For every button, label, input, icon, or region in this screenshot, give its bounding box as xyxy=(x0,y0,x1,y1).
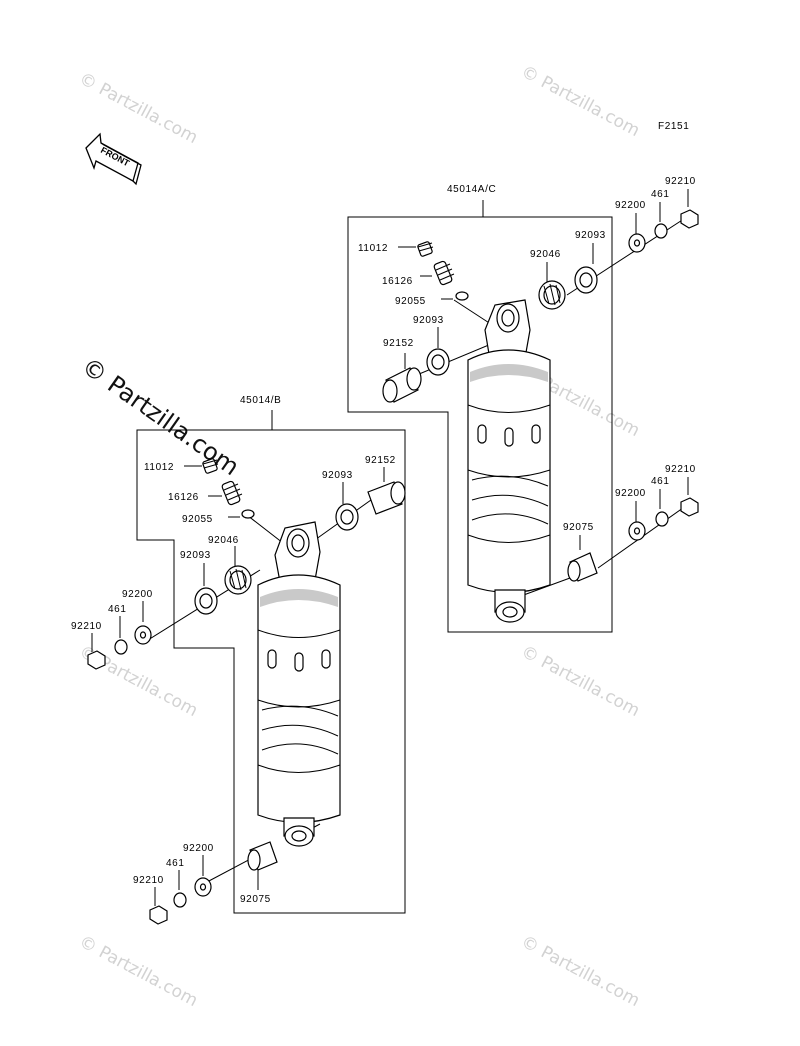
assembly-45014ac: 45014A/C 11012 16126 92055 92093 92152 9… xyxy=(347,176,699,633)
washer-hole xyxy=(633,527,641,535)
spring-washer-icon xyxy=(173,892,187,908)
part-label: 461 xyxy=(651,189,670,200)
front-arrow-icon: FRONT xyxy=(85,132,142,186)
bushing-icon xyxy=(247,841,278,871)
part-label: 16126 xyxy=(382,276,413,287)
part-label: 461 xyxy=(108,604,127,615)
assembly-number: 45014/B xyxy=(240,395,281,406)
part-label: 92152 xyxy=(365,455,396,466)
spring-washer-icon xyxy=(655,511,669,527)
leader-lines xyxy=(398,189,689,550)
adjuster-rod-icon xyxy=(221,480,243,506)
part-label: 92200 xyxy=(615,200,646,211)
leader-lines xyxy=(91,465,385,906)
assembly-45014b: 45014/B 11012 16126 92055 92093 92152 92… xyxy=(71,395,406,925)
bearing-collar-icon xyxy=(194,587,218,615)
part-label: 461 xyxy=(166,858,185,869)
bushing-icon xyxy=(567,552,598,582)
washer-hole xyxy=(139,631,147,639)
spring-washer-icon xyxy=(654,223,668,239)
watermark-text: © Partzilla.com xyxy=(518,62,643,141)
nut-icon xyxy=(87,650,106,670)
watermark-group: © Partzilla.com © Partzilla.com © Partzi… xyxy=(76,62,643,1011)
part-label: 92210 xyxy=(71,621,102,632)
part-label: 92210 xyxy=(665,176,696,187)
part-label: 92046 xyxy=(530,249,561,260)
part-label: 92152 xyxy=(383,338,414,349)
bearing-collar-icon xyxy=(574,266,598,294)
washer-hole xyxy=(633,239,641,247)
o-ring-icon xyxy=(455,291,469,301)
figure-code: F2151 xyxy=(658,121,689,132)
part-label: 92093 xyxy=(413,315,444,326)
watermark-text: © Partzilla.com xyxy=(518,932,643,1011)
watermark-text: © Partzilla.com xyxy=(76,932,201,1011)
nut-icon xyxy=(149,905,168,925)
part-label: 461 xyxy=(651,476,670,487)
sleeve-icon xyxy=(367,481,406,515)
adjuster-knob-icon xyxy=(417,241,434,257)
part-label: 92210 xyxy=(133,875,164,886)
nut-icon xyxy=(680,209,699,229)
part-label: 92075 xyxy=(240,894,271,905)
part-label: 92093 xyxy=(322,470,353,481)
part-label: 92210 xyxy=(665,464,696,475)
part-label: 92075 xyxy=(563,522,594,533)
o-ring-icon xyxy=(241,509,255,519)
watermark-text: © Partzilla.com xyxy=(76,69,201,148)
part-label: 16126 xyxy=(168,492,199,503)
assembly-number: 45014A/C xyxy=(447,184,496,195)
part-label: 92093 xyxy=(180,550,211,561)
assembly-bracket xyxy=(136,410,406,914)
needle-bearing-icon xyxy=(538,280,566,310)
assembly-bracket xyxy=(347,200,613,633)
adjuster-knob-icon xyxy=(202,458,219,474)
sleeve-icon xyxy=(382,367,422,403)
part-label: 92055 xyxy=(395,296,426,307)
part-label: 92046 xyxy=(208,535,239,546)
needle-bearing-icon xyxy=(224,565,252,595)
spring-washer-icon xyxy=(114,639,128,655)
shock-absorber-icon xyxy=(257,521,341,847)
part-label: 92055 xyxy=(182,514,213,525)
shock-absorber-icon xyxy=(467,299,551,623)
part-label: 11012 xyxy=(358,243,388,254)
washer-hole xyxy=(199,883,207,891)
watermark-text: © Partzilla.com xyxy=(518,642,643,721)
part-label: 92200 xyxy=(615,488,646,499)
part-label: 92093 xyxy=(575,230,606,241)
collar-icon xyxy=(426,348,450,376)
part-label: 92200 xyxy=(122,589,153,600)
adjuster-rod-icon xyxy=(433,260,455,286)
nut-icon xyxy=(680,497,699,517)
collar-icon xyxy=(335,503,359,531)
part-label: 11012 xyxy=(144,462,174,473)
part-label: 92200 xyxy=(183,843,214,854)
